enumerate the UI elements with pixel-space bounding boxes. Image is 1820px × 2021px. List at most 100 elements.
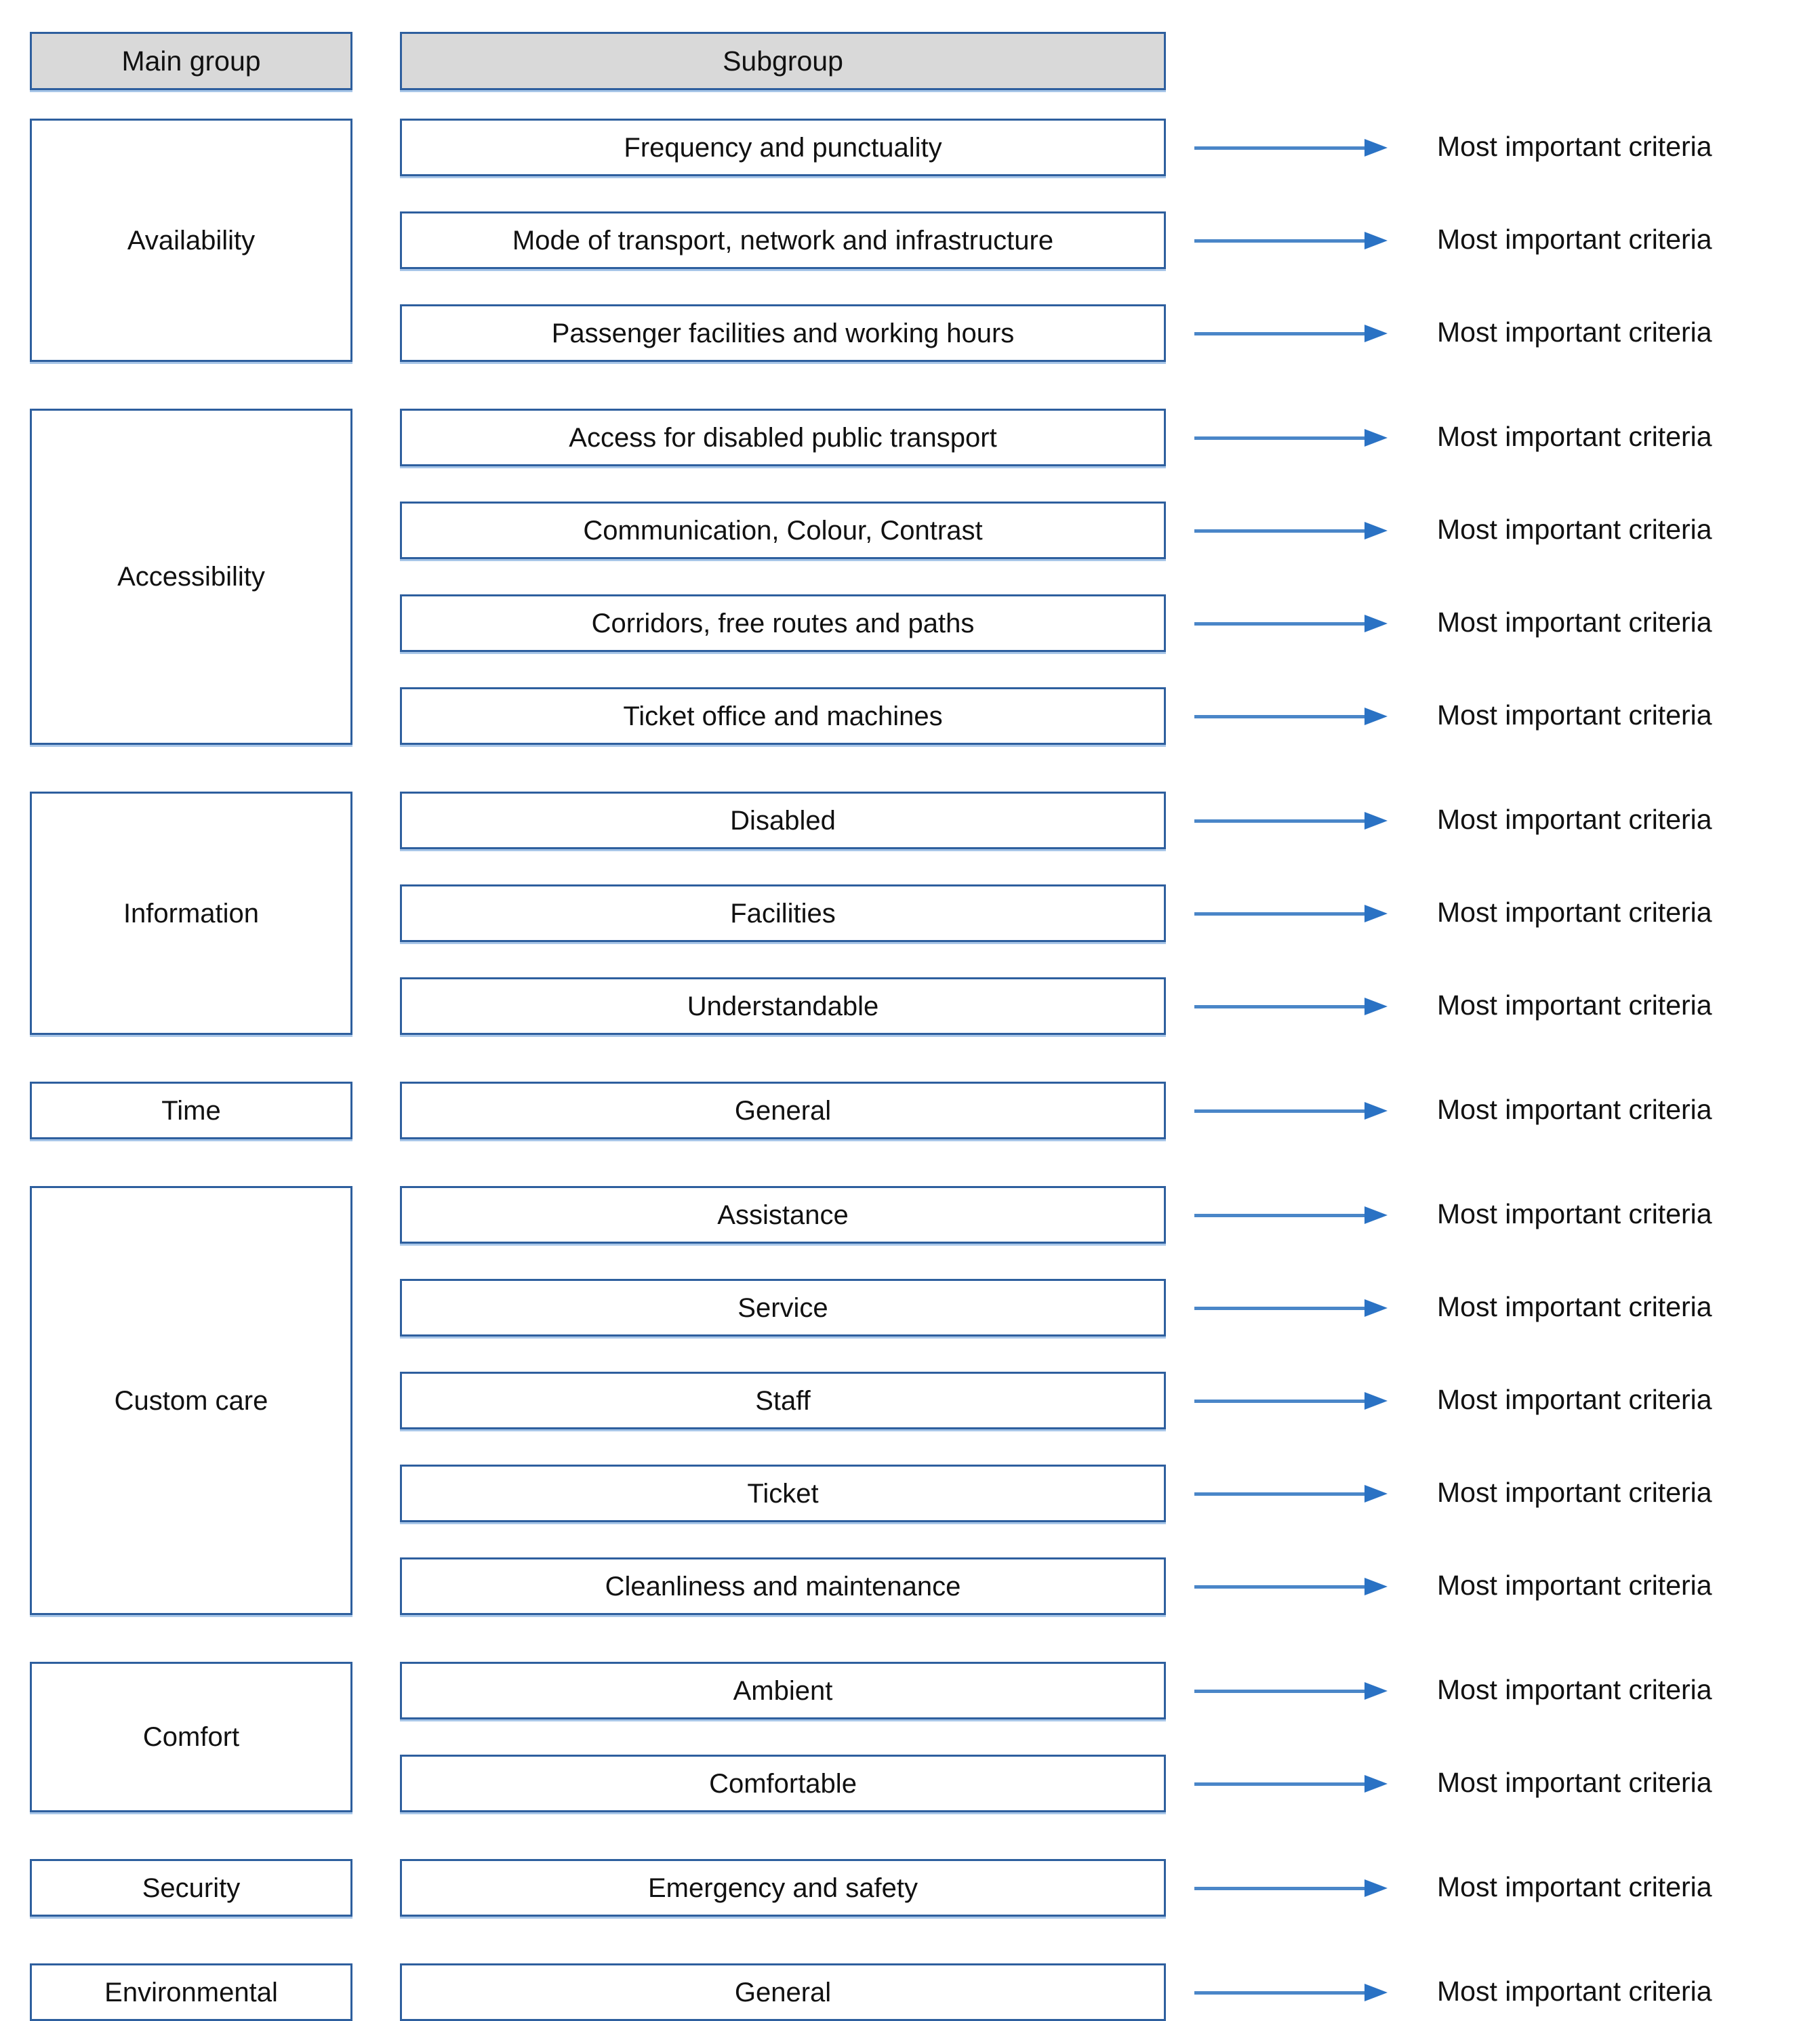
arrow-head <box>1364 231 1388 249</box>
subgroup-label: Staff <box>755 1385 811 1416</box>
arrow-right-icon <box>1194 904 1388 922</box>
arrow-line <box>1194 1585 1365 1589</box>
arrow-line <box>1194 1004 1365 1008</box>
most-important-criteria-label: Most important criteria <box>1437 803 1712 835</box>
main-group-box[interactable]: Environmental <box>30 1963 352 2021</box>
arrow-right-icon <box>1194 997 1388 1015</box>
most-important-criteria-label: Most important criteria <box>1437 1975 1712 2007</box>
most-important-criteria-label: Most important criteria <box>1437 223 1712 255</box>
most-important-criteria-label: Most important criteria <box>1437 420 1712 452</box>
subgroup-box[interactable]: Service <box>400 1279 1166 1336</box>
subgroup-label: Assistance <box>717 1200 849 1230</box>
arrow-right-icon <box>1194 614 1388 632</box>
arrow-head <box>1364 1681 1388 1700</box>
arrow-head <box>1364 324 1388 342</box>
subgroup-box[interactable]: Comfortable <box>400 1755 1166 1812</box>
arrow-right-icon <box>1194 138 1388 157</box>
most-important-criteria-label: Most important criteria <box>1437 896 1712 928</box>
subgroup-header-label: Subgroup <box>723 45 843 77</box>
arrow-line <box>1194 1782 1365 1786</box>
most-important-criteria-label: Most important criteria <box>1437 130 1712 162</box>
main-group-header-label: Main group <box>121 45 261 77</box>
arrow-line <box>1194 1492 1365 1496</box>
arrow-line <box>1194 239 1365 243</box>
arrow-right-icon <box>1194 1983 1388 2001</box>
arrow-head <box>1364 904 1388 922</box>
arrow-right-icon <box>1194 521 1388 539</box>
arrow-right-icon <box>1194 707 1388 725</box>
main-group-box[interactable]: Information <box>30 792 352 1035</box>
subgroup-label: General <box>734 1977 832 2007</box>
arrow-line <box>1194 1991 1365 1995</box>
subgroup-box[interactable]: Ambient <box>400 1662 1166 1719</box>
arrow-right-icon <box>1194 231 1388 249</box>
subgroup-box[interactable]: Frequency and punctuality <box>400 119 1166 176</box>
main-group-box[interactable]: Custom care <box>30 1186 352 1615</box>
arrow-right-icon <box>1194 811 1388 830</box>
arrow-right-icon <box>1194 1484 1388 1503</box>
arrow-right-icon <box>1194 428 1388 447</box>
most-important-criteria-label: Most important criteria <box>1437 513 1712 545</box>
subgroup-label: Service <box>737 1292 828 1323</box>
main-group-box[interactable]: Security <box>30 1859 352 1917</box>
subgroup-label: Ambient <box>733 1675 833 1706</box>
arrow-head <box>1364 1983 1388 2001</box>
arrow-line <box>1194 819 1365 823</box>
arrow-head <box>1364 1484 1388 1503</box>
main-group-box[interactable]: Availability <box>30 119 352 362</box>
arrow-head <box>1364 521 1388 539</box>
subgroup-box[interactable]: Emergency and safety <box>400 1859 1166 1917</box>
arrow-line <box>1194 912 1365 916</box>
most-important-criteria-label: Most important criteria <box>1437 1290 1712 1322</box>
subgroup-box[interactable]: Understandable <box>400 977 1166 1035</box>
subgroup-label: Corridors, free routes and paths <box>591 608 975 638</box>
arrow-head <box>1364 1577 1388 1595</box>
most-important-criteria-label: Most important criteria <box>1437 1476 1712 1508</box>
subgroup-label: Mode of transport, network and infrastru… <box>512 225 1054 256</box>
subgroup-box[interactable]: Ticket office and machines <box>400 687 1166 745</box>
subgroup-label: Ticket <box>747 1478 819 1509</box>
subgroup-box[interactable]: Staff <box>400 1372 1166 1429</box>
arrow-head <box>1364 428 1388 447</box>
subgroup-box[interactable]: General <box>400 1963 1166 2021</box>
arrow-right-icon <box>1194 1391 1388 1410</box>
subgroup-box[interactable]: Communication, Colour, Contrast <box>400 502 1166 559</box>
arrow-line <box>1194 529 1365 533</box>
arrow-line <box>1194 1886 1365 1890</box>
most-important-criteria-label: Most important criteria <box>1437 1673 1712 1705</box>
main-group-box[interactable]: Comfort <box>30 1662 352 1812</box>
subgroup-box[interactable]: Disabled <box>400 792 1166 849</box>
subgroup-box[interactable]: Corridors, free routes and paths <box>400 594 1166 652</box>
subgroup-box[interactable]: Facilities <box>400 884 1166 942</box>
subgroup-box[interactable]: General <box>400 1082 1166 1139</box>
arrow-head <box>1364 1101 1388 1120</box>
arrow-head <box>1364 997 1388 1015</box>
subgroup-label: Understandable <box>687 991 879 1021</box>
subgroup-box[interactable]: Ticket <box>400 1465 1166 1522</box>
main-group-box[interactable]: Accessibility <box>30 409 352 745</box>
arrow-right-icon <box>1194 1879 1388 1897</box>
subgroup-box[interactable]: Mode of transport, network and infrastru… <box>400 211 1166 269</box>
subgroup-box[interactable]: Assistance <box>400 1186 1166 1244</box>
arrow-line <box>1194 1399 1365 1403</box>
most-important-criteria-label: Most important criteria <box>1437 989 1712 1021</box>
arrow-line <box>1194 621 1365 626</box>
subgroup-label: Communication, Colour, Contrast <box>583 515 983 546</box>
most-important-criteria-label: Most important criteria <box>1437 606 1712 638</box>
arrow-right-icon <box>1194 1774 1388 1793</box>
most-important-criteria-label: Most important criteria <box>1437 699 1712 731</box>
main-group-box[interactable]: Time <box>30 1082 352 1139</box>
main-group-label: Security <box>142 1873 241 1903</box>
arrow-right-icon <box>1194 1577 1388 1595</box>
arrow-line <box>1194 436 1365 440</box>
subgroup-box[interactable]: Access for disabled public transport <box>400 409 1166 466</box>
arrow-head <box>1364 1391 1388 1410</box>
main-group-label: Custom care <box>114 1385 268 1416</box>
subgroup-box[interactable]: Passenger facilities and working hours <box>400 304 1166 362</box>
criteria-hierarchy-diagram: Main group Subgroup Availability Frequenc… <box>30 32 1712 2021</box>
main-group-label: Environmental <box>104 1977 278 2007</box>
main-group-header: Main group <box>30 32 352 90</box>
subgroup-label: Cleanliness and maintenance <box>605 1571 961 1601</box>
most-important-criteria-label: Most important criteria <box>1437 1093 1712 1125</box>
subgroup-box[interactable]: Cleanliness and maintenance <box>400 1557 1166 1615</box>
